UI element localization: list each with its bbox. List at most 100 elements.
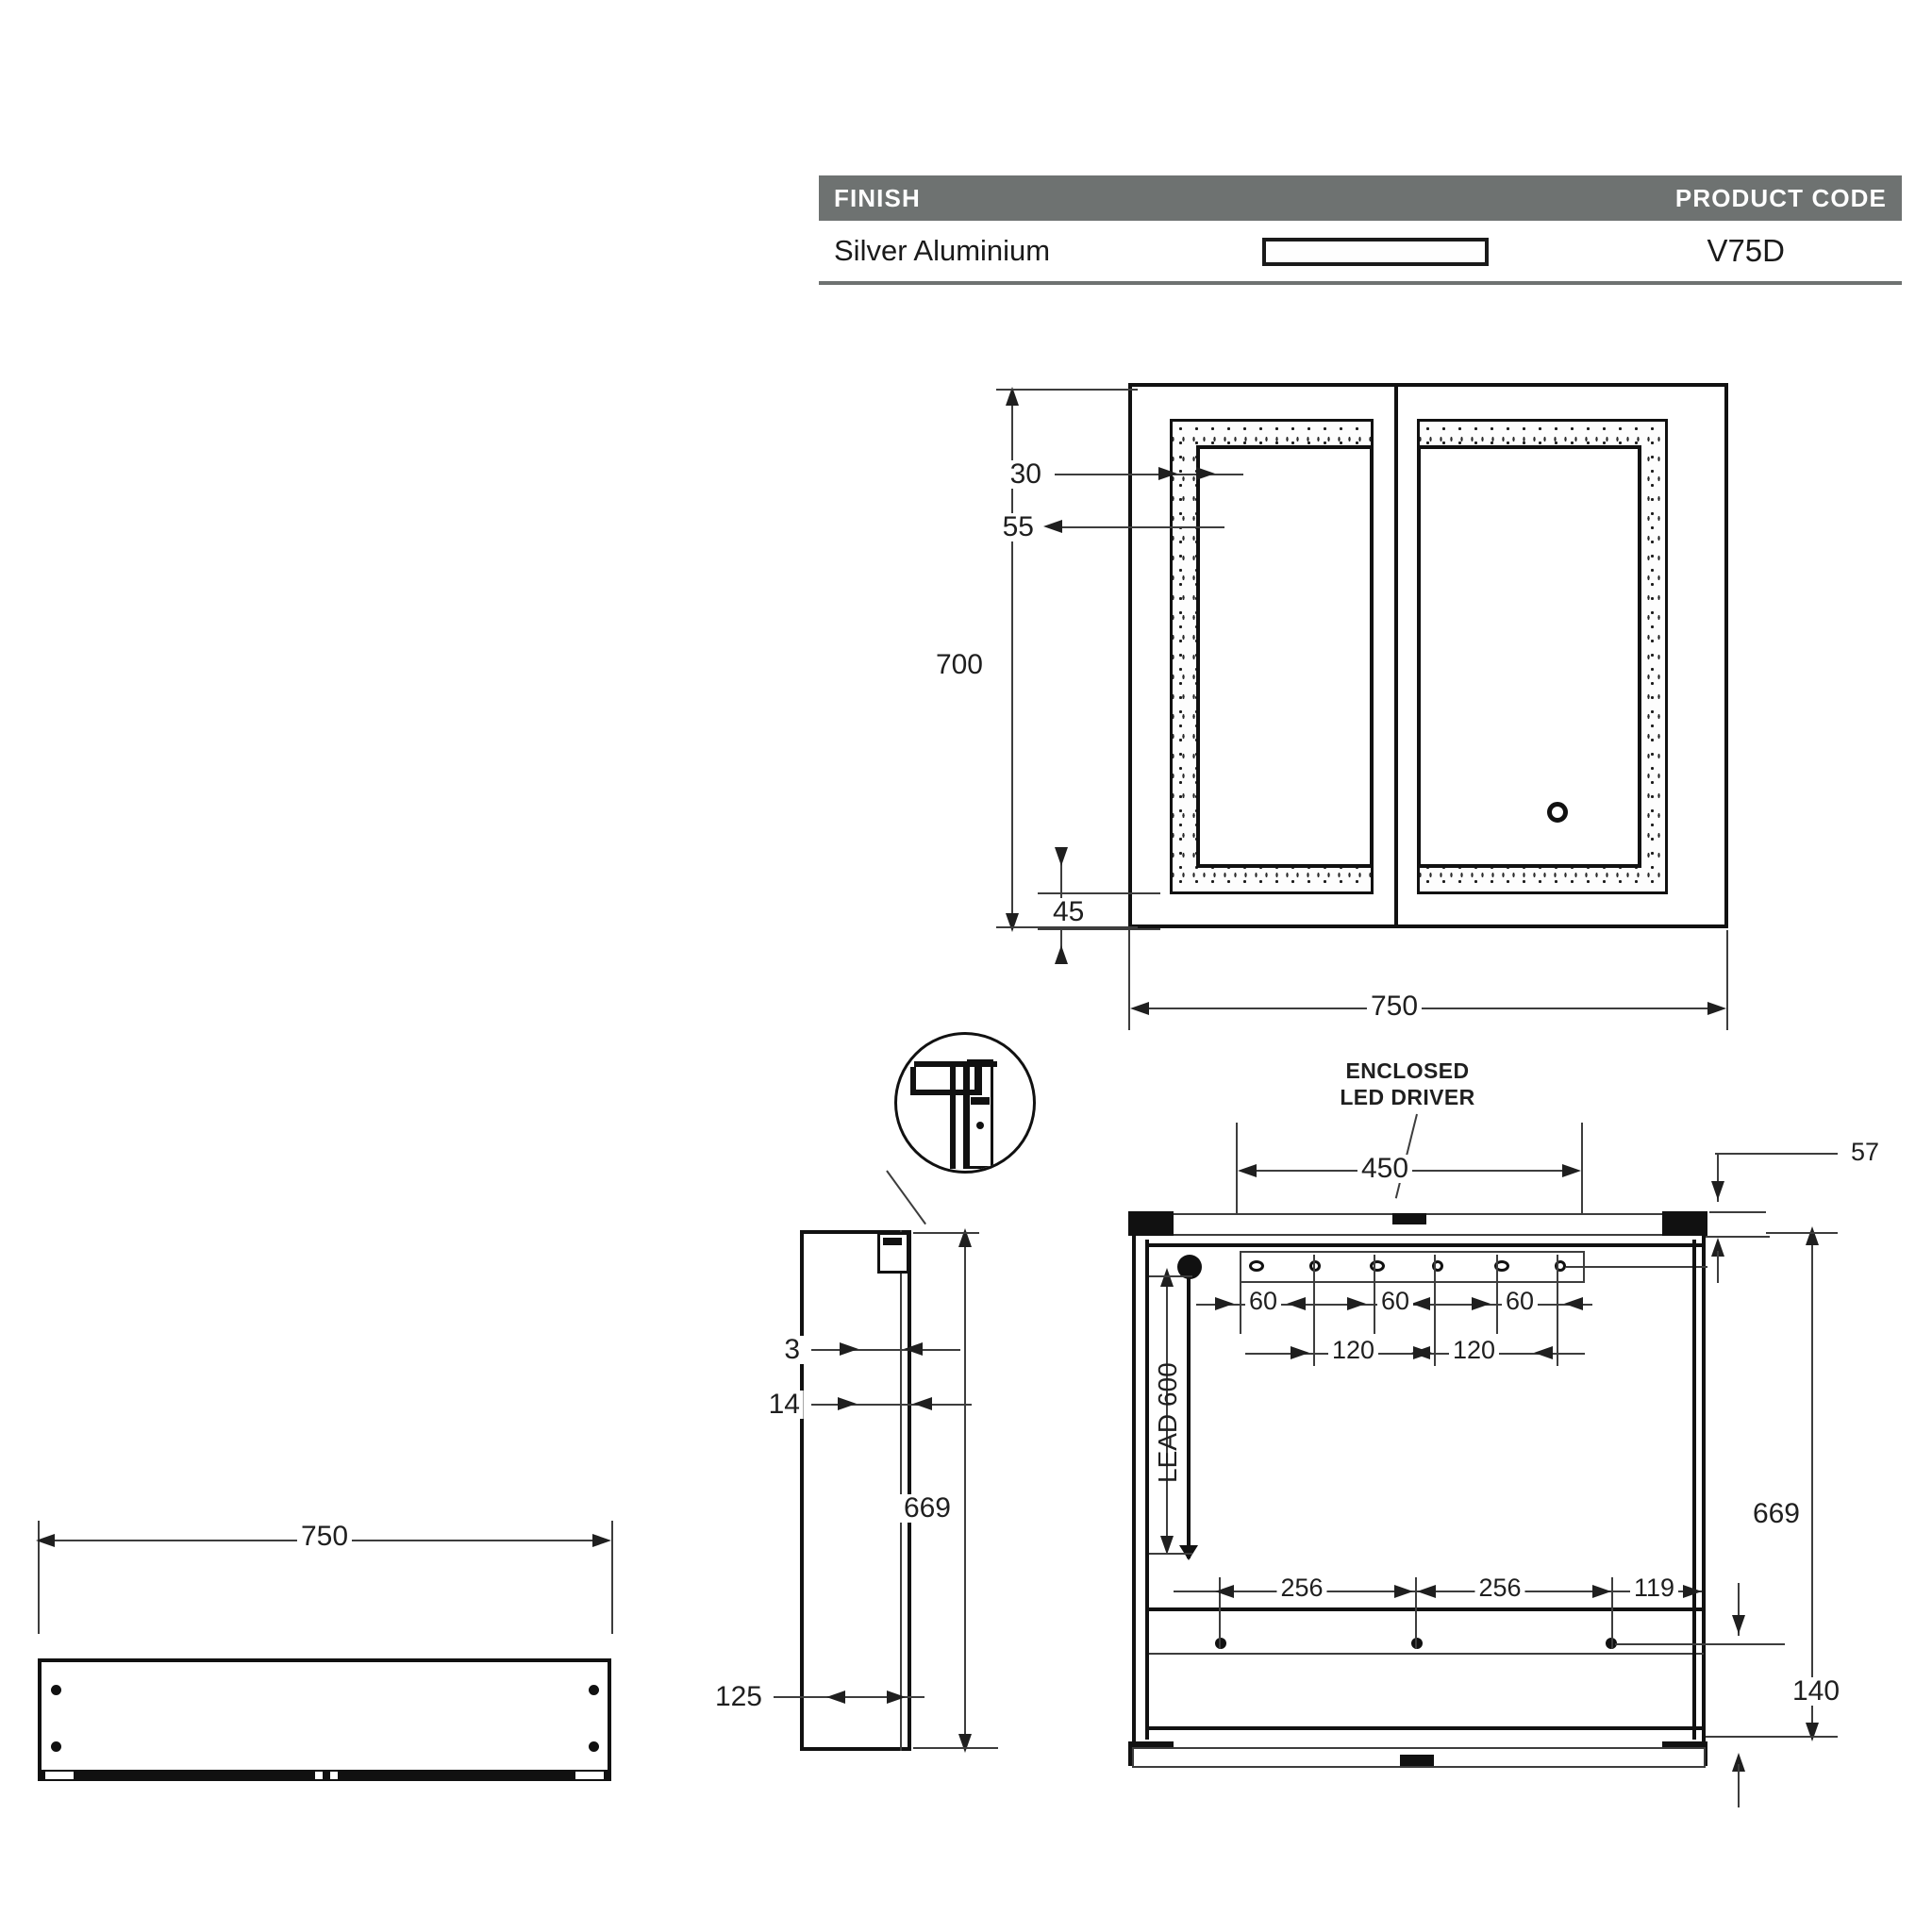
dim-750-arrow-right [1707, 1002, 1726, 1015]
dim-669-rear-ext-bottom [1766, 1736, 1838, 1738]
dim-750-plan-arrow-right [592, 1534, 611, 1547]
side-rear-panel [800, 1230, 804, 1751]
dim-669-rear: 669 [1748, 1500, 1804, 1528]
detail-hinge-pin-dot [976, 1122, 984, 1129]
shelf-pin-leader [1615, 1643, 1766, 1645]
dim-57: 57 [1847, 1140, 1884, 1165]
detail-top-rail [914, 1061, 997, 1067]
detail-left-wall [910, 1067, 916, 1095]
detail-vert-wall-b [963, 1063, 967, 1169]
dim-450-arrow-right [1562, 1164, 1581, 1177]
dim-450-ext-left [1236, 1123, 1238, 1234]
driver-mount-hole-5 [1494, 1260, 1509, 1272]
shelf-dim-line [1174, 1591, 1702, 1592]
spec-table-row: Silver Aluminium V75D [819, 221, 1902, 281]
dim-57-line [1717, 1153, 1719, 1202]
chain-ext-1 [1240, 1255, 1241, 1334]
dim-700-arrow-top [1006, 387, 1019, 406]
dim-750-ext-left [1128, 930, 1130, 1030]
rear-left-upright [1145, 1240, 1149, 1740]
dim-120b-arrow-r [1534, 1346, 1553, 1359]
right-door-mirror [1417, 445, 1641, 868]
dim-669-rear-arrow-top [1806, 1226, 1819, 1245]
dim-140-ext-top [1706, 1643, 1785, 1645]
touch-sensor-icon [1547, 802, 1568, 823]
spec-table-header: FINISH PRODUCT CODE [819, 175, 1902, 221]
shelf-pin-1 [1215, 1638, 1226, 1649]
chain-ext-2 [1313, 1255, 1315, 1366]
dim-140-line-bottom [1738, 1764, 1740, 1807]
plan-cabinet-outline [38, 1658, 611, 1781]
dim-750-arrow-left [1130, 1002, 1149, 1015]
driver-mount-hole-1 [1249, 1260, 1264, 1272]
dim-45-ext-a [1038, 892, 1160, 894]
dim-256b-arrow-r [1592, 1585, 1611, 1598]
plan-rail-end-left [43, 1770, 75, 1781]
side-door-inner [900, 1230, 902, 1751]
detail-door-profile [967, 1059, 993, 1169]
dim-700-ext-bottom [996, 926, 1138, 928]
dim-256a-arrow-l [1215, 1585, 1234, 1598]
dim-125-arrow-right [887, 1690, 906, 1704]
dim-3-arrow-a [840, 1342, 858, 1356]
dim-750-front: 750 [1366, 992, 1423, 1021]
dim-30-line [1055, 474, 1243, 475]
side-bottom-panel [800, 1747, 911, 1751]
detail-callout-circle [894, 1032, 1036, 1174]
dim-60a-arrow-l [1215, 1297, 1234, 1310]
shelf-bottom-line [1149, 1653, 1704, 1655]
dim-57-arrow [1711, 1181, 1724, 1200]
dim-57-ext-b [1706, 1236, 1770, 1238]
led-driver-bar [1240, 1251, 1585, 1283]
dim-30-arrow-b [1196, 467, 1215, 480]
dim-256a-arrow-r [1394, 1585, 1413, 1598]
dim-140: 140 [1789, 1677, 1844, 1706]
lead-600-label: LEAD 600 [1153, 1362, 1182, 1483]
side-top-panel [800, 1230, 911, 1234]
dim-125-arrow-left [826, 1690, 845, 1704]
driver-mount-hole-2 [1309, 1260, 1321, 1272]
dim-3: 3 [780, 1336, 804, 1364]
dim-700: 700 [931, 651, 987, 679]
plan-ext-right [611, 1521, 613, 1634]
dim-669-side-line [964, 1238, 966, 1747]
dim-256-b: 256 [1474, 1575, 1525, 1601]
lead-600-ext-top [1147, 1275, 1192, 1277]
dim-57-leader [1715, 1153, 1838, 1155]
dim-700-arrow-bottom [1006, 913, 1019, 932]
dim-669-side-arrow-bottom [958, 1734, 972, 1753]
dim-55: 55 [998, 513, 1038, 541]
dim-669-rear-line [1811, 1236, 1813, 1736]
dim-3-arrow-b [904, 1342, 923, 1356]
left-door-mirror [1196, 445, 1374, 868]
plan-door-rail [38, 1770, 611, 1781]
dim-45-ext-b [1038, 928, 1160, 930]
dim-14: 14 [764, 1391, 804, 1419]
detail-inner-rail [914, 1090, 982, 1095]
dim-55-line [1055, 526, 1224, 528]
dim-119-arrow [1683, 1585, 1702, 1598]
chain-ext-4 [1434, 1255, 1436, 1366]
dim-750-line [1136, 1008, 1721, 1009]
dim-14-arrow-a [838, 1397, 857, 1410]
dim-57-ext-a [1709, 1211, 1766, 1213]
side-door-outer [908, 1230, 911, 1751]
dim-669-rear-ext-top [1766, 1232, 1838, 1234]
enclosed-led-driver-label: ENCLOSED LED DRIVER [1340, 1058, 1475, 1109]
lead-600-arrow-bottom [1160, 1536, 1174, 1555]
dim-30-arrow-a [1158, 467, 1177, 480]
dim-140-line-top [1738, 1583, 1740, 1636]
lead-cable [1187, 1270, 1191, 1558]
plan-fixing-dot-tr [589, 1685, 599, 1695]
dim-256b-arrow-l [1417, 1585, 1436, 1598]
driver-mount-hole-3 [1370, 1260, 1385, 1272]
rear-bracket-top-left [1128, 1211, 1174, 1236]
detail-clip [971, 1097, 990, 1105]
dim-669-side-ext-bottom [913, 1747, 998, 1749]
detail-bracket [974, 1061, 982, 1095]
shelf-top-line [1149, 1607, 1704, 1611]
dim-45-arrow-top [1055, 847, 1068, 866]
dim-120a-arrow-l [1291, 1346, 1309, 1359]
spec-header-product-code: PRODUCT CODE [1674, 183, 1887, 212]
dim-120-b: 120 [1449, 1338, 1500, 1363]
